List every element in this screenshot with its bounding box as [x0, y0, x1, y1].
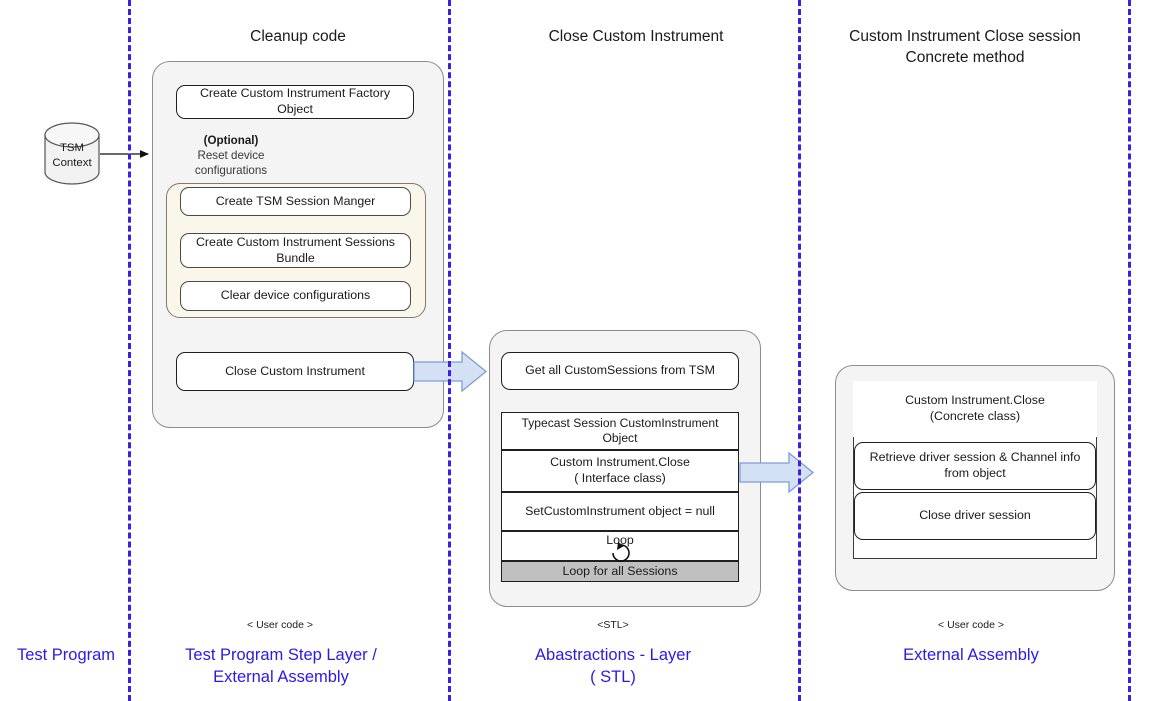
lane-label-external-assembly: External Assembly: [903, 646, 1039, 664]
close-interface-line1: Custom Instrument.Close: [550, 455, 690, 470]
lane-sub-user-code-1: < User code >: [247, 619, 313, 631]
lane-label-test-program: Test Program: [16, 646, 116, 664]
optional-note-line2: Reset device: [197, 149, 265, 163]
column-title-cleanup: Cleanup code: [250, 28, 346, 45]
abstractions-line2: ( STL): [590, 667, 636, 686]
node-create-tsm-session-manager[interactable]: Create TSM Session Manger: [180, 187, 411, 216]
node-clear-device-configurations[interactable]: Clear device configurations: [180, 281, 411, 311]
concrete-title-line2: Concrete method: [905, 49, 1025, 67]
optional-note-bold: (Optional): [203, 134, 259, 147]
abstractions-line1: Abastractions - Layer: [535, 646, 691, 664]
node-set-custominstrument-null[interactable]: SetCustomInstrument object = null: [501, 492, 739, 531]
node-close-driver-session[interactable]: Close driver session: [854, 492, 1096, 540]
node-loop-footer: Loop for all Sessions: [501, 561, 739, 582]
concrete-title-line1: Custom Instrument Close session: [849, 28, 1081, 45]
lane-divider-2: [448, 0, 451, 701]
lane-sub-user-code-2: < User code >: [938, 619, 1004, 631]
close-concrete-line1: Custom Instrument.Close: [905, 393, 1045, 408]
optional-reset-note: (Optional) Reset device configurations: [178, 133, 284, 178]
close-concrete-line2: (Concrete class): [929, 409, 1021, 423]
node-close-custom-instrument[interactable]: Close Custom Instrument: [176, 352, 414, 391]
step-layer-line2: External Assembly: [213, 667, 349, 686]
node-loop-region[interactable]: Loop: [501, 531, 739, 561]
tsm-context-label: TSM Context: [38, 141, 106, 171]
node-retrieve-driver-session[interactable]: Retrieve driver session & Channel info f…: [854, 442, 1096, 490]
node-custom-instrument-close-interface[interactable]: Custom Instrument.Close ( Interface clas…: [501, 450, 739, 492]
lane-divider-3: [798, 0, 801, 701]
column-title-concrete-method: Custom Instrument Close session Concrete…: [820, 26, 1110, 69]
node-get-all-customsessions[interactable]: Get all CustomSessions from TSM: [501, 352, 739, 390]
node-create-factory-object[interactable]: Create Custom Instrument Factory Object: [176, 85, 414, 119]
step-layer-line1: Test Program Step Layer /: [185, 646, 377, 664]
node-custom-instrument-close-concrete[interactable]: Custom Instrument.Close (Concrete class): [853, 381, 1097, 437]
lane-divider-1: [128, 0, 131, 701]
lane-label-abstractions: Abastractions - Layer ( STL): [492, 645, 734, 689]
close-interface-line2: ( Interface class): [574, 471, 666, 485]
node-typecast-session[interactable]: Typecast Session CustomInstrument Object: [501, 412, 739, 450]
lane-sub-stl-tag: <STL>: [597, 619, 629, 631]
lane-label-step-layer: Test Program Step Layer / External Assem…: [150, 645, 412, 689]
lane-divider-4: [1128, 0, 1131, 701]
node-create-sessions-bundle[interactable]: Create Custom Instrument Sessions Bundle: [180, 233, 411, 268]
column-title-close-custom-instrument: Close Custom Instrument: [548, 28, 724, 45]
optional-note-line3: configurations: [194, 164, 268, 178]
tsm-context-line1: TSM: [59, 142, 85, 154]
tsm-context-line2: Context: [52, 156, 92, 169]
